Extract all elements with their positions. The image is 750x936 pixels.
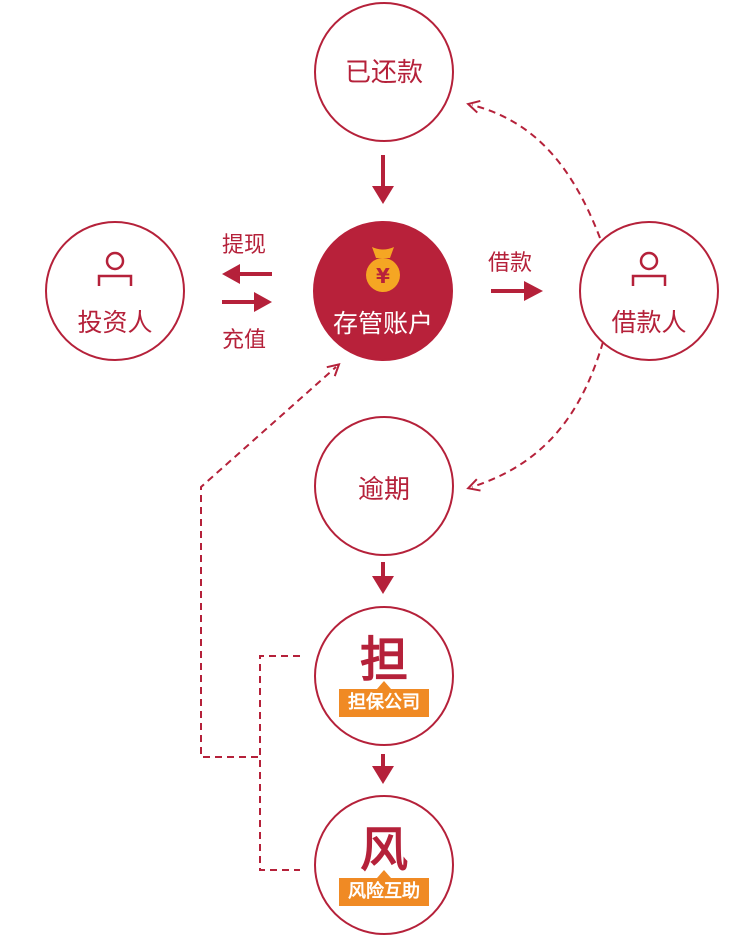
tag-pointer [377,870,391,878]
borrower-label: 借款人 [611,308,687,337]
recharge-label: 充值 [222,328,267,353]
dashed-arrow-guarantee-to-custody [200,362,341,758]
tag-pointer [377,681,391,689]
person-icon [631,251,667,287]
arrow-guarantee-to-risk [372,754,394,784]
investor-label: 投资人 [77,308,153,337]
arrow-overdue-to-guarantee [372,562,394,594]
custody-account-label: 存管账户 [332,309,433,338]
money-bag-icon: ¥ [360,244,406,294]
borrower-node [579,221,719,361]
svg-text:¥: ¥ [376,264,390,288]
dashed-arrow-borrower-to-repaid [466,99,601,239]
investor-node [45,221,185,361]
guarantee-node [314,606,454,746]
risk-tag: 风险互助 [339,878,429,906]
risk-char: 风 [359,822,408,878]
person-icon [97,251,133,287]
guarantee-tag: 担保公司 [339,689,429,717]
withdraw-label: 提现 [222,233,267,258]
risk-mutual-aid-node [314,795,454,935]
arrow-loan [491,281,543,301]
overdue-label: 逾期 [357,475,410,505]
repaid-node [314,2,454,142]
overdue-node [314,416,454,556]
guarantee-char: 担 [359,632,408,688]
dashed-arrow-borrower-to-overdue [466,341,604,492]
arrow-repaid-to-custody [372,155,394,204]
arrow-withdraw [222,264,272,284]
dashed-bracket-guarantee-risk [259,655,300,871]
repaid-label: 已还款 [344,58,423,88]
arrow-recharge [222,292,272,312]
loan-label: 借款 [488,251,533,276]
